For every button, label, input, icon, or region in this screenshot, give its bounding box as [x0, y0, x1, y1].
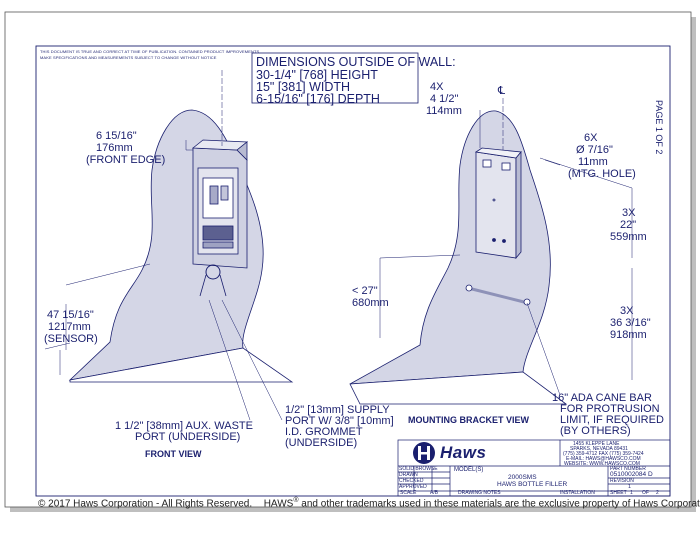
- disclaimer-line-1: THIS DOCUMENT IS TRUE AND CORRECT AT TIM…: [40, 49, 260, 54]
- front-supply-1: 1/2" [13mm] SUPPLY: [285, 404, 390, 416]
- bracket-cane-3: LIMIT, IF REQUIRED: [560, 414, 664, 426]
- bracket-height27-value: < 27": [352, 285, 378, 297]
- left-line-2: DRAWN: [399, 472, 418, 478]
- address-2: SPARKS, NEVADA 89431: [570, 446, 628, 452]
- dimensions-title: DIMENSIONS OUTSIDE OF WALL:: [256, 55, 456, 69]
- bracket-holes-mm: 11mm: [578, 156, 608, 168]
- haws-logo-mark: [413, 442, 435, 464]
- front-sensor-mm: 1217mm: [48, 321, 91, 333]
- address-3: (775) 359-4712 FAX (775) 359-7424: [563, 451, 644, 457]
- bottom-item-notes: DRAWING NOTES: [458, 490, 501, 496]
- bottom-item-sheet-num: 1: [630, 490, 633, 496]
- bottom-item-ab: A/B: [430, 490, 439, 496]
- address-4: E-MAIL: HAWS@HAWSCO.COM: [566, 456, 641, 462]
- front-waste-2: PORT (UNDERSIDE): [135, 431, 241, 443]
- dimensions-box: [251, 52, 419, 104]
- bracket-spacing36-value: 36 3/16": [610, 317, 651, 329]
- models-label: MODEL(S): [454, 467, 484, 473]
- dimensions-height: 30-1/4" [768] HEIGHT: [256, 68, 378, 82]
- revision-value: 1: [628, 484, 632, 490]
- bracket-cane-1: 16" ADA CANE BAR: [552, 392, 652, 404]
- bracket-height27-mm: 680mm: [352, 297, 389, 309]
- left-line-4: APPROVED: [399, 484, 427, 490]
- bracket-holes-value: Ø 7/16": [576, 144, 613, 156]
- bracket-spacing22-count: 3X: [622, 207, 636, 219]
- front-sensor-note: (SENSOR): [44, 333, 98, 345]
- footer-reg-mark: ®: [293, 497, 299, 504]
- dimensions-depth: 6-15/16" [176] DEPTH: [256, 92, 380, 106]
- bracket-spacing22-mm: 559mm: [610, 231, 647, 243]
- footer-left-text: © 2017 Haws Corporation - All Rights Res…: [38, 498, 253, 510]
- model-description: HAWS BOTTLE FILLER: [497, 481, 568, 488]
- front-depth-value: 6 15/16": [96, 130, 137, 142]
- bracket-spacing36-mm: 918mm: [610, 329, 647, 341]
- haws-logo-text: Haws: [440, 443, 487, 462]
- bracket-cane-2: FOR PROTRUSION: [560, 403, 660, 415]
- bracket-holes-note: (MTG. HOLE): [568, 168, 636, 180]
- bracket-cane-4: (BY OTHERS): [560, 425, 631, 437]
- part-number-label: PART NUMBER: [610, 466, 646, 472]
- bottom-item-scale: SCALE: [400, 490, 417, 496]
- front-supply-3: I.D. GROMMET: [285, 426, 363, 438]
- front-depth-mm: 176mm: [96, 142, 133, 154]
- address-1: 1455 KLEPPE LANE: [573, 441, 620, 447]
- inner-border: [35, 45, 671, 497]
- bracket-width-value: 4 1/2": [430, 93, 459, 105]
- front-supply-2: PORT W/ 3/8" [10mm]: [285, 415, 394, 427]
- bracket-view-drawing: [349, 98, 633, 405]
- footer-right-text: and other trademarks used in these mater…: [301, 498, 700, 510]
- footer-copyright: © 2017 Haws Corporation - All Rights Res…: [38, 497, 700, 510]
- page-label: PAGE 1 OF 2: [654, 100, 664, 155]
- dimensions-width: 15" [381] WIDTH: [256, 80, 351, 94]
- bottom-item-sheet: SHEET: [610, 490, 627, 496]
- left-line-1: SOLID BROWSE: [399, 466, 438, 472]
- revision-label: REVISION: [610, 478, 634, 484]
- title-block-frame: [397, 439, 671, 497]
- part-number: 0510002084 D: [610, 471, 653, 478]
- bracket-width-mm: 114mm: [426, 105, 462, 117]
- bracket-centerline: ℄: [498, 85, 506, 97]
- front-waste-1: 1 1/2" [38mm] AUX. WASTE: [115, 420, 253, 432]
- address-5: WEBSITE: WWW.HAWSCO.COM: [564, 461, 640, 467]
- bracket-width-count: 4X: [430, 81, 444, 93]
- disclaimer-line-2: MAKE SPECIFICATIONS AND MEASUREMENTS SUB…: [40, 55, 217, 60]
- left-line-3: CHECKED: [399, 478, 424, 484]
- footer-brand: HAWS: [263, 498, 294, 510]
- bottom-item-of: OF: [642, 490, 649, 496]
- bottom-item-install: INSTALLATION: [560, 490, 595, 496]
- front-depth-note: (FRONT EDGE): [86, 154, 166, 166]
- bottom-item-total: 2: [656, 490, 659, 496]
- front-view-label: FRONT VIEW: [145, 449, 202, 459]
- model-number: 2000SMS: [508, 474, 537, 481]
- bracket-spacing36-count: 3X: [620, 305, 634, 317]
- bracket-holes-count: 6X: [584, 132, 598, 144]
- bracket-view-label: MOUNTING BRACKET VIEW: [408, 415, 529, 425]
- front-sensor-value: 47 15/16": [47, 309, 94, 321]
- front-supply-4: (UNDERSIDE): [285, 437, 358, 449]
- front-view-drawing: [44, 70, 294, 421]
- bracket-spacing22-value: 22": [620, 219, 637, 231]
